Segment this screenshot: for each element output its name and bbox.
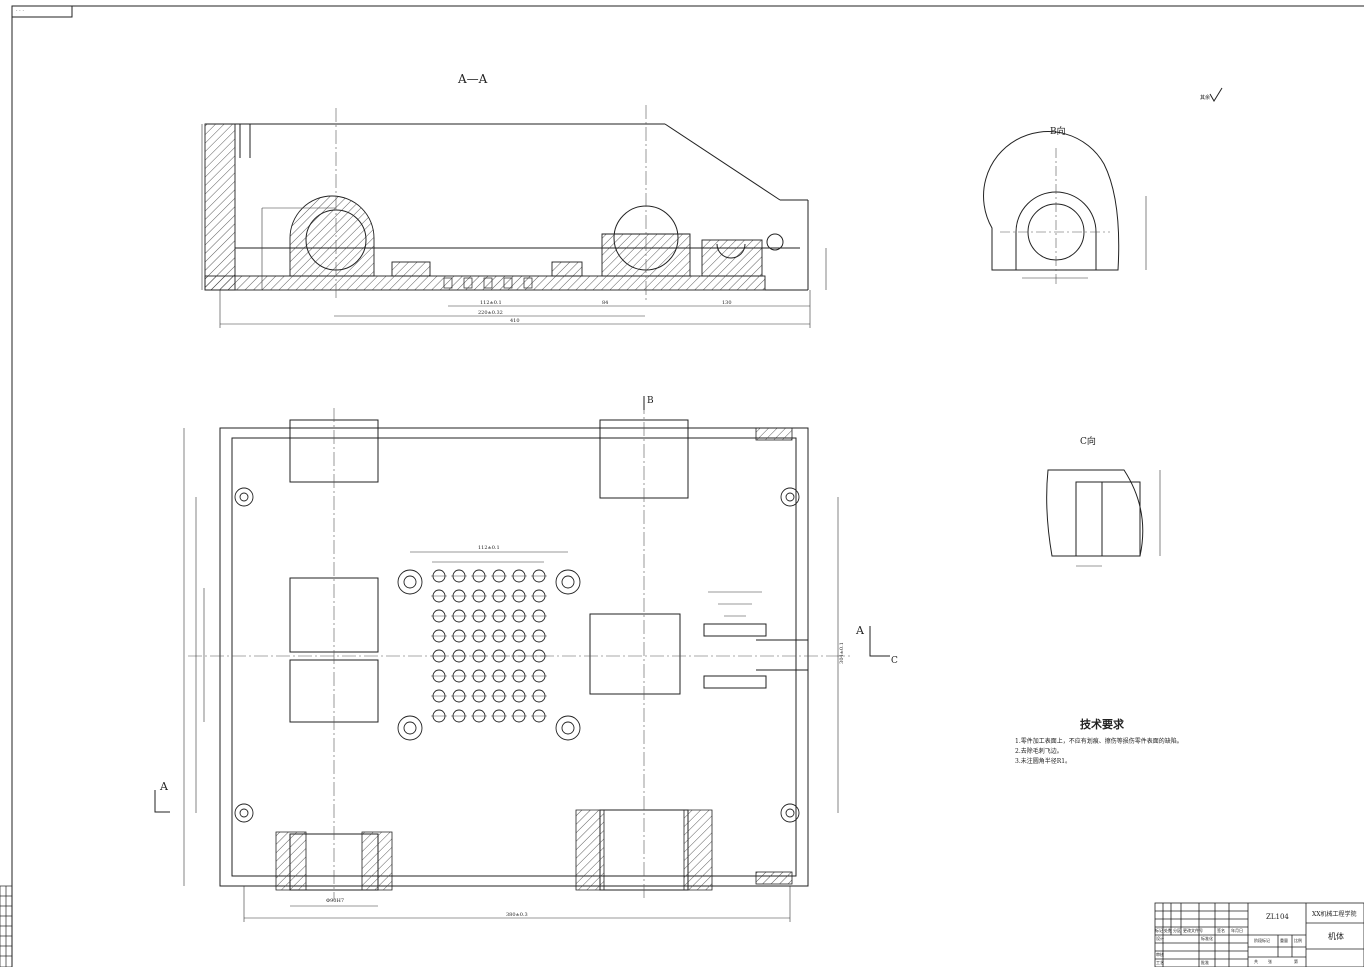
title-block-standardization: 标准化 [1201,936,1213,941]
title-block-header-mark: 标记 [1155,928,1163,933]
roughness-symbol [1209,87,1223,102]
dim-section-right-2: 130 [722,300,732,306]
plan-view [154,396,890,922]
title-block-approve: 批准 [1201,960,1209,965]
c-direction-view [1046,469,1161,567]
side-strip-table [0,885,13,967]
section-arrows [154,396,890,813]
title-block-role-process: 工艺 [1156,960,1164,965]
tech-req-item-3: 3.未注圆角半径R1。 [1015,758,1072,765]
tech-req-item-1: 1.零件加工表面上，不应有划痕、擦伤等损伤零件表面的缺陷。 [1015,738,1183,745]
title-block-role-review: 审核 [1156,952,1164,957]
dim-section-inner-1: 220±0.32 [478,310,503,316]
title-block-frame [1154,902,1364,967]
dim-plan-hole-span: 112±0.1 [478,545,500,551]
dim-plan-height: 304±0.1 [838,642,845,664]
section-view-a-a [201,105,827,328]
title-block-header-count: 处数 [1164,928,1172,933]
title-block-material: ZL104 [1266,913,1289,921]
b-direction-view [983,131,1147,285]
title-block-school: XX机械工程学院 [1312,911,1357,918]
plan-centerlines [188,400,850,900]
arrow-label-b: B [647,396,654,406]
title-block-header-change: 更改文件号 [1183,928,1203,933]
c-view-title: C向 [1080,437,1096,447]
plan-outline [219,419,809,891]
tech-req-title: 技术要求 [1080,718,1124,731]
arrow-label-c: C [891,656,898,666]
dim-plan-overall-width: 380±0.3 [506,912,528,918]
section-title: A—A [458,72,488,86]
title-block-sheet-no: 第 [1294,959,1298,964]
title-block-header-zone: 分区 [1173,928,1181,933]
b-view-title: B向 [1050,127,1066,137]
section-bottom-holes [443,277,533,289]
sheet-border [11,5,1364,967]
dim-section-right-1: 84 [602,300,609,306]
section-centerlines [335,105,647,300]
title-block-scale: 比例 [1294,938,1302,943]
plan-dimension-lines [183,428,839,922]
title-block-header-date: 年月日 [1231,928,1243,933]
tech-req-item-2: 2.去除毛刺飞边。 [1015,748,1063,755]
arrow-label-a-left: A [160,780,168,793]
title-block-weight: 重量 [1280,938,1288,943]
dim-section-inner-2: 112±0.1 [480,300,502,306]
title-block-header-sign: 签名 [1217,928,1225,933]
title-block-stage-mark: 阶段标记 [1254,938,1270,943]
arrow-label-a-right: A [856,624,864,637]
section-hatched-walls [204,123,766,291]
plan-hole-grid [431,569,547,723]
roughness-note: 其余 [1200,95,1211,101]
dim-section-overall: 410 [510,318,520,324]
plan-hatched-sections [275,427,793,891]
section-dimension-lines [201,124,827,328]
corner-label: · · · [16,8,24,14]
title-block-sheet-unit: 张 [1268,959,1272,964]
title-block-part-name: 机体 [1328,932,1344,941]
dim-plan-bore: Φ90H7 [326,898,345,904]
title-block-role-design: 设计 [1156,936,1164,941]
title-block-sheets-total: 共 [1254,959,1258,964]
plan-corner-holes [234,487,800,823]
